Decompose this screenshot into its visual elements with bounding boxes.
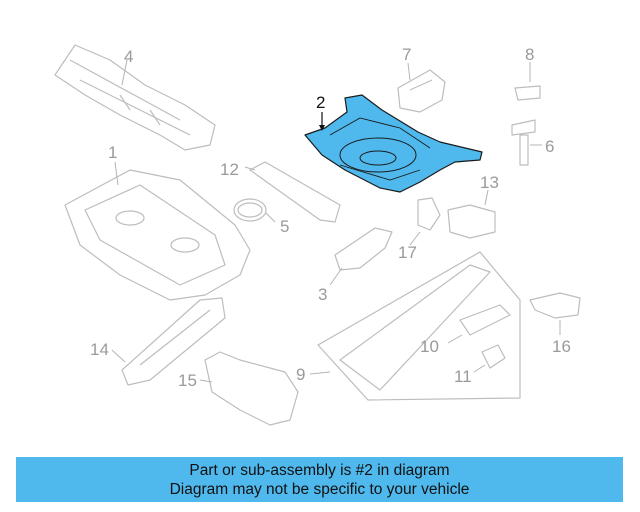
part-4-rail[interactable] — [54, 44, 216, 151]
caption-line-2: Diagram may not be specific to your vehi… — [169, 481, 470, 498]
caption-banner: Part or sub-assembly is #2 in diagram Di… — [16, 457, 623, 502]
part-17-bracket[interactable] — [409, 197, 441, 246]
part-2-spare-tire-well[interactable] — [304, 94, 483, 193]
callout-12: 12 — [220, 160, 239, 179]
part-1-floor-pan[interactable] — [64, 161, 251, 301]
callout-15: 15 — [178, 371, 197, 390]
callout-13: 13 — [480, 173, 499, 192]
callout-10: 10 — [420, 337, 439, 356]
callout-2: 2 — [316, 93, 325, 112]
part-3-bracket[interactable] — [329, 227, 393, 286]
callout-14: 14 — [90, 340, 109, 359]
parts-diagram: 1 2 3 4 5 6 7 8 9 10 11 12 13 14 15 16 1… — [54, 44, 581, 426]
callout-9: 9 — [296, 365, 305, 384]
callout-11: 11 — [454, 367, 472, 386]
caption-line-1: Part or sub-assembly is #2 in diagram — [189, 462, 450, 479]
callout-5: 5 — [280, 217, 289, 236]
callout-6: 6 — [545, 137, 554, 156]
part-13-bracket[interactable] — [447, 189, 496, 239]
part-12-bar[interactable] — [244, 161, 341, 223]
part-9-side-member[interactable] — [309, 251, 521, 401]
part-7-bracket[interactable] — [397, 62, 446, 113]
part-14-member[interactable] — [111, 297, 226, 386]
callout-1: 1 — [108, 143, 117, 162]
callout-17: 17 — [398, 243, 417, 262]
part-10-reinforcement[interactable] — [447, 304, 511, 344]
callout-8: 8 — [525, 45, 534, 64]
part-11-bracket[interactable] — [473, 344, 506, 373]
part-6-bolt[interactable] — [511, 119, 542, 166]
callout-7: 7 — [402, 45, 411, 64]
part-5-grommet[interactable] — [233, 198, 276, 223]
callout-16: 16 — [552, 337, 571, 356]
callout-3: 3 — [318, 285, 327, 304]
part-15-shield[interactable] — [199, 351, 299, 426]
part-16-bracket[interactable] — [529, 292, 581, 335]
part-8-plug[interactable] — [514, 62, 541, 101]
callout-4: 4 — [124, 47, 133, 66]
